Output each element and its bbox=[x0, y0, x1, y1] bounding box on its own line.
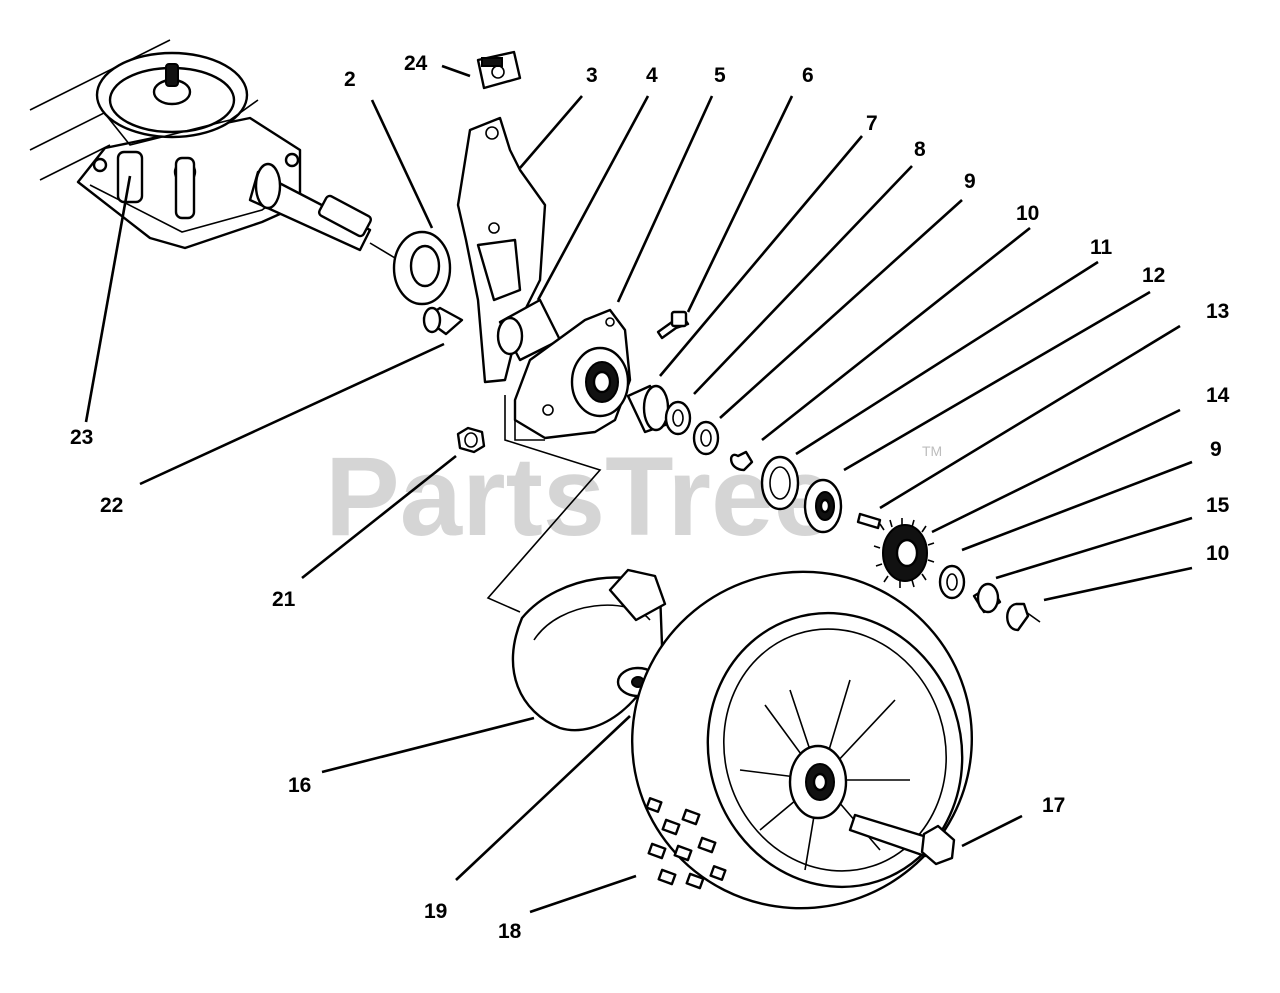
callout-10: 10 bbox=[1016, 202, 1039, 225]
callout-13: 13 bbox=[1206, 300, 1229, 323]
part-10-clip bbox=[730, 450, 754, 472]
part-9-retaining-ring bbox=[692, 420, 720, 456]
part-22-bolt bbox=[422, 306, 464, 336]
part-2-washer bbox=[392, 230, 452, 306]
part-23-transmission bbox=[29, 39, 396, 259]
callout-24: 24 bbox=[404, 52, 428, 75]
callout-12: 12 bbox=[1142, 264, 1165, 287]
part-13-key bbox=[856, 512, 882, 530]
part-6-screw bbox=[656, 310, 690, 340]
callout-18: 18 bbox=[498, 920, 522, 943]
callout-3: 3 bbox=[586, 64, 598, 87]
callout-10-outer: 10 bbox=[1206, 542, 1229, 565]
callout-16: 16 bbox=[288, 774, 311, 797]
callout-2: 2 bbox=[344, 68, 356, 91]
part-16-wheel-cover bbox=[511, 568, 667, 732]
callout-21: 21 bbox=[272, 588, 296, 611]
callout-9-outer: 9 bbox=[1210, 438, 1222, 461]
callout-23: 23 bbox=[70, 426, 93, 449]
callout-11: 11 bbox=[1090, 236, 1113, 259]
part-9-retaining-ring-outer bbox=[938, 564, 966, 600]
part-24-key bbox=[476, 50, 522, 90]
callout-9: 9 bbox=[964, 170, 976, 193]
callout-numbers: 2 3 4 5 6 7 8 9 10 11 12 13 14 9 15 10 1… bbox=[70, 52, 1230, 943]
callout-15: 15 bbox=[1206, 494, 1230, 517]
watermark-text: PartsTree bbox=[325, 434, 836, 559]
part-12-bearing bbox=[803, 478, 843, 534]
part-14-pinion-gear bbox=[873, 518, 935, 588]
callout-19: 19 bbox=[424, 900, 447, 923]
part-5-mount-plate bbox=[513, 308, 632, 441]
part-10-clip-outer bbox=[1006, 602, 1041, 632]
callout-14: 14 bbox=[1206, 384, 1230, 407]
leader-lines bbox=[84, 64, 1193, 914]
callout-17: 17 bbox=[1042, 794, 1065, 817]
callout-6: 6 bbox=[802, 64, 814, 87]
part-17-axle-bolt bbox=[848, 813, 956, 866]
part-4-pivot-hub bbox=[496, 298, 562, 362]
part-15-spacer bbox=[972, 582, 1002, 614]
callout-22: 22 bbox=[100, 494, 123, 517]
part-8-washer bbox=[664, 400, 692, 436]
callout-7: 7 bbox=[866, 112, 878, 135]
part-7-bushing bbox=[626, 384, 670, 434]
part-21-nut bbox=[456, 426, 486, 454]
watermark-trademark: TM bbox=[922, 443, 942, 459]
part-11-seal bbox=[760, 455, 800, 511]
callout-4: 4 bbox=[646, 64, 658, 87]
callout-8: 8 bbox=[914, 138, 926, 161]
callout-5: 5 bbox=[714, 64, 726, 87]
